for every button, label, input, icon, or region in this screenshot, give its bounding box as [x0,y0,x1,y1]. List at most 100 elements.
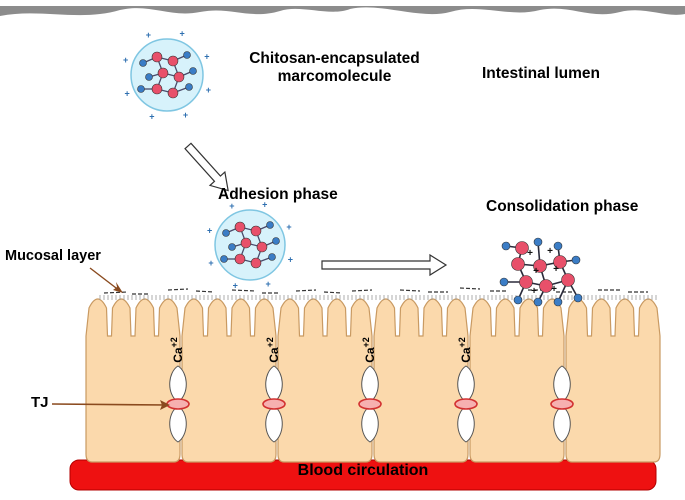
tight-junction-lobe [361,365,379,403]
polymer-node [185,83,193,91]
intestinal-lumen-label: Intestinal lumen [482,65,600,82]
positive-charge: + [553,264,559,275]
polymer-node [553,241,563,251]
polymer-node [167,87,179,99]
calcium-symbol: Ca [363,347,377,363]
epithelial-cell [277,298,373,463]
polymer-node [515,241,529,255]
mucus-dash [103,291,129,294]
polymer-node [256,241,268,253]
polymer-node [151,51,163,63]
polymer-node [189,67,197,75]
positive-charge: + [533,266,539,277]
polymer-node [137,85,145,93]
tight-junction-lobe [361,405,379,443]
tight-junction-ring [262,398,286,410]
polymer-node [533,237,543,247]
epithelial-cell [565,298,661,463]
epithelial-cell [469,298,565,463]
calcium-symbol: Ca [171,347,185,363]
epithelial-cell [373,298,469,463]
arrow-shape [184,142,229,192]
consolidation-phase-label: Consolidation phase [486,198,639,215]
positive-charge: + [208,258,213,268]
positive-charge: + [288,255,293,265]
polymer-node [533,259,547,273]
polymer-node [250,225,262,237]
chitosan-label: Chitosan-encapsulated marcomolecule [232,50,437,86]
polymer-node [533,297,543,307]
mucus-dash [167,288,189,291]
polymer-node [222,229,230,237]
epithelial-layer [85,298,661,463]
polymer-node [501,241,511,251]
tight-junction-lobe [553,405,571,443]
positive-charge: + [149,111,154,121]
tight-junction-ring [550,398,574,410]
calcium-label: Ca+2 [361,337,377,363]
tight-junction-ring [454,398,478,410]
positive-charge: + [124,89,129,99]
hollow-arrow-icon [321,253,448,277]
polymer-node [539,279,553,293]
calcium-label: Ca+2 [169,337,185,363]
positive-charge: + [229,201,234,211]
positive-charge: + [204,51,209,61]
polymer-node [272,237,280,245]
chitosan-label-line2: marcomolecule [277,67,392,85]
epithelial-cell [85,298,181,463]
polymer-node [268,253,276,261]
polymer-node [183,51,191,59]
calcium-charge: +2 [457,337,467,347]
mucus-dash [323,291,343,294]
tj-pointer-line [51,403,169,406]
polymer-node [157,67,169,79]
mucus-dash [231,289,257,292]
polymer-node [220,255,228,263]
mucosal-layer-label: Mucosal layer [5,248,101,264]
calcium-charge: +2 [265,337,275,347]
chitosan-label-line1: Chitosan-encapsulated [249,50,420,67]
polymer-node [511,257,525,271]
polymer-node [234,221,246,233]
positive-charge: + [206,85,211,95]
calcium-label: Ca+2 [265,337,281,363]
tight-junction-ring [166,398,190,410]
tight-junction-icon [454,365,478,443]
polymer-node [151,83,163,95]
tight-junction-icon [358,365,382,443]
mucosal-pointer-arrowhead [113,282,123,293]
chitosan-capsule-top: ++++++++ [123,29,211,122]
positive-charge: + [179,29,184,39]
polymer-node [266,221,274,229]
calcium-symbol: Ca [459,347,473,363]
polymer-node [228,243,236,251]
mucosal-pointer-line [89,267,121,292]
mucus-dash [399,289,421,292]
mucus-dash [459,287,481,290]
polymer-node [240,237,252,249]
positive-charge: + [207,225,212,235]
polymer-node [250,257,262,269]
hollow-arrow-icon [184,142,229,192]
polymer-node [519,275,533,289]
polymer-node [234,253,246,265]
positive-charge: + [286,222,291,232]
polymer-node [513,295,523,305]
polymer-node [499,277,509,287]
tight-junction-icon [262,365,286,443]
polymer-node [561,273,575,287]
positive-charge: + [146,30,151,40]
tight-junction-label: TJ [31,394,49,411]
mucus-dash [195,290,215,293]
polymer-node [173,71,185,83]
positive-charge: + [531,286,537,297]
tight-junction-lobe [169,365,187,403]
polymer-node [139,59,147,67]
polymer-node [573,293,583,303]
tight-junction-lobe [457,365,475,403]
tight-junction-icon [550,365,574,443]
blood-circulation-label: Blood circulation [297,462,429,479]
consolidation-network: ++++++ [499,237,583,307]
